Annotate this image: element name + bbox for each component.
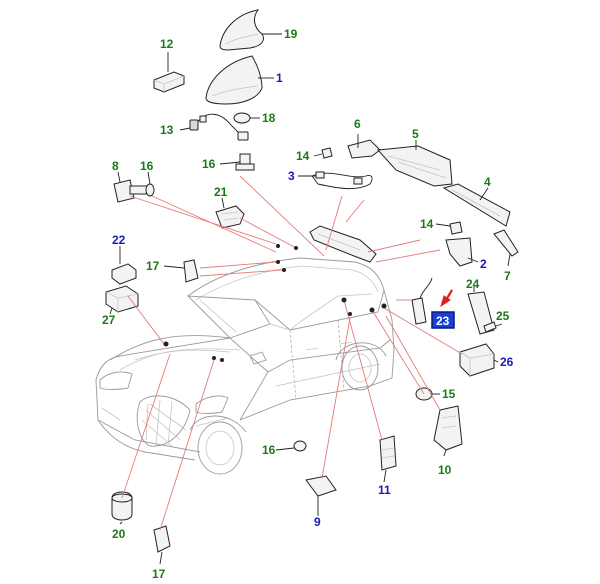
part-16-cap-left [145,183,155,197]
part-4-strip [442,183,511,227]
part-2-bracket [445,237,473,267]
callout-leaders [109,33,511,565]
callout-7[interactable]: 7 [504,269,511,283]
part-17-switch-upper [183,259,199,283]
attach-points [163,244,387,362]
callout-19[interactable]: 19 [284,27,298,41]
callout-26[interactable]: 26 [500,355,514,369]
callout-2[interactable]: 2 [480,257,487,271]
part-7-bracket [493,229,519,257]
callout-17-bottom[interactable]: 17 [152,567,166,581]
callout-25[interactable]: 25 [496,309,510,323]
callout-12[interactable]: 12 [160,37,174,51]
part-6-bracket [347,139,381,159]
callout-23[interactable]: 23 [436,314,450,328]
callout-21[interactable]: 21 [214,185,228,199]
red-arrow-icon [440,289,453,308]
part-10-module [433,405,463,451]
callout-22[interactable]: 22 [112,233,126,247]
callout-1[interactable]: 1 [276,71,283,85]
callout-24[interactable]: 24 [466,277,480,291]
part-3-harness [311,171,373,190]
callout-23-highlight [431,311,455,329]
part-22-module [111,263,137,285]
part-14-clip-lower [449,221,463,235]
callout-4[interactable]: 4 [484,175,491,189]
part-25-screw [483,321,497,333]
callout-3[interactable]: 3 [288,169,295,183]
callout-16-lower[interactable]: 16 [262,443,276,457]
part-17-connector-bottom [153,525,171,553]
callout-27[interactable]: 27 [102,313,116,327]
callout-17-upper[interactable]: 17 [146,259,160,273]
part-8-sensor [113,179,135,203]
part-23-connector [411,277,433,325]
vehicle-outline [95,257,395,475]
callout-13[interactable]: 13 [160,123,174,137]
part-16-connector-upper [235,153,255,171]
part-11-switch-block [379,435,397,471]
callout-15[interactable]: 15 [442,387,456,401]
callout-18[interactable]: 18 [262,111,276,125]
part-13-cable [189,113,249,141]
part-26-module [459,343,495,377]
roof-harness [309,225,377,263]
part-27-module [105,285,139,313]
part-21-module [215,205,245,229]
callout-14-upper[interactable]: 14 [296,149,310,163]
part-1-antenna-base [205,55,263,105]
callout-20[interactable]: 20 [112,527,126,541]
part-24-bracket [467,291,495,335]
part-16-connector-lower [293,440,307,452]
callout-5[interactable]: 5 [412,127,419,141]
callout-11[interactable]: 11 [378,483,391,497]
pointer-lines [121,175,463,531]
callout-labels: 19 1 12 18 13 6 5 14 3 8 16 16 4 21 14 2… [102,27,514,581]
callout-6[interactable]: 6 [354,117,361,131]
callout-14-lower[interactable]: 14 [420,217,434,231]
callout-16-left[interactable]: 16 [140,159,154,173]
part-18-grommet [233,112,251,124]
callout-8[interactable]: 8 [112,159,119,173]
part-5-panel [376,145,453,187]
parts [105,9,519,553]
callout-9[interactable]: 9 [314,515,321,529]
part-9-module [305,475,337,497]
callout-16-upper[interactable]: 16 [202,157,216,171]
part-14-clip-upper [321,147,333,159]
callout-10[interactable]: 10 [438,463,452,477]
